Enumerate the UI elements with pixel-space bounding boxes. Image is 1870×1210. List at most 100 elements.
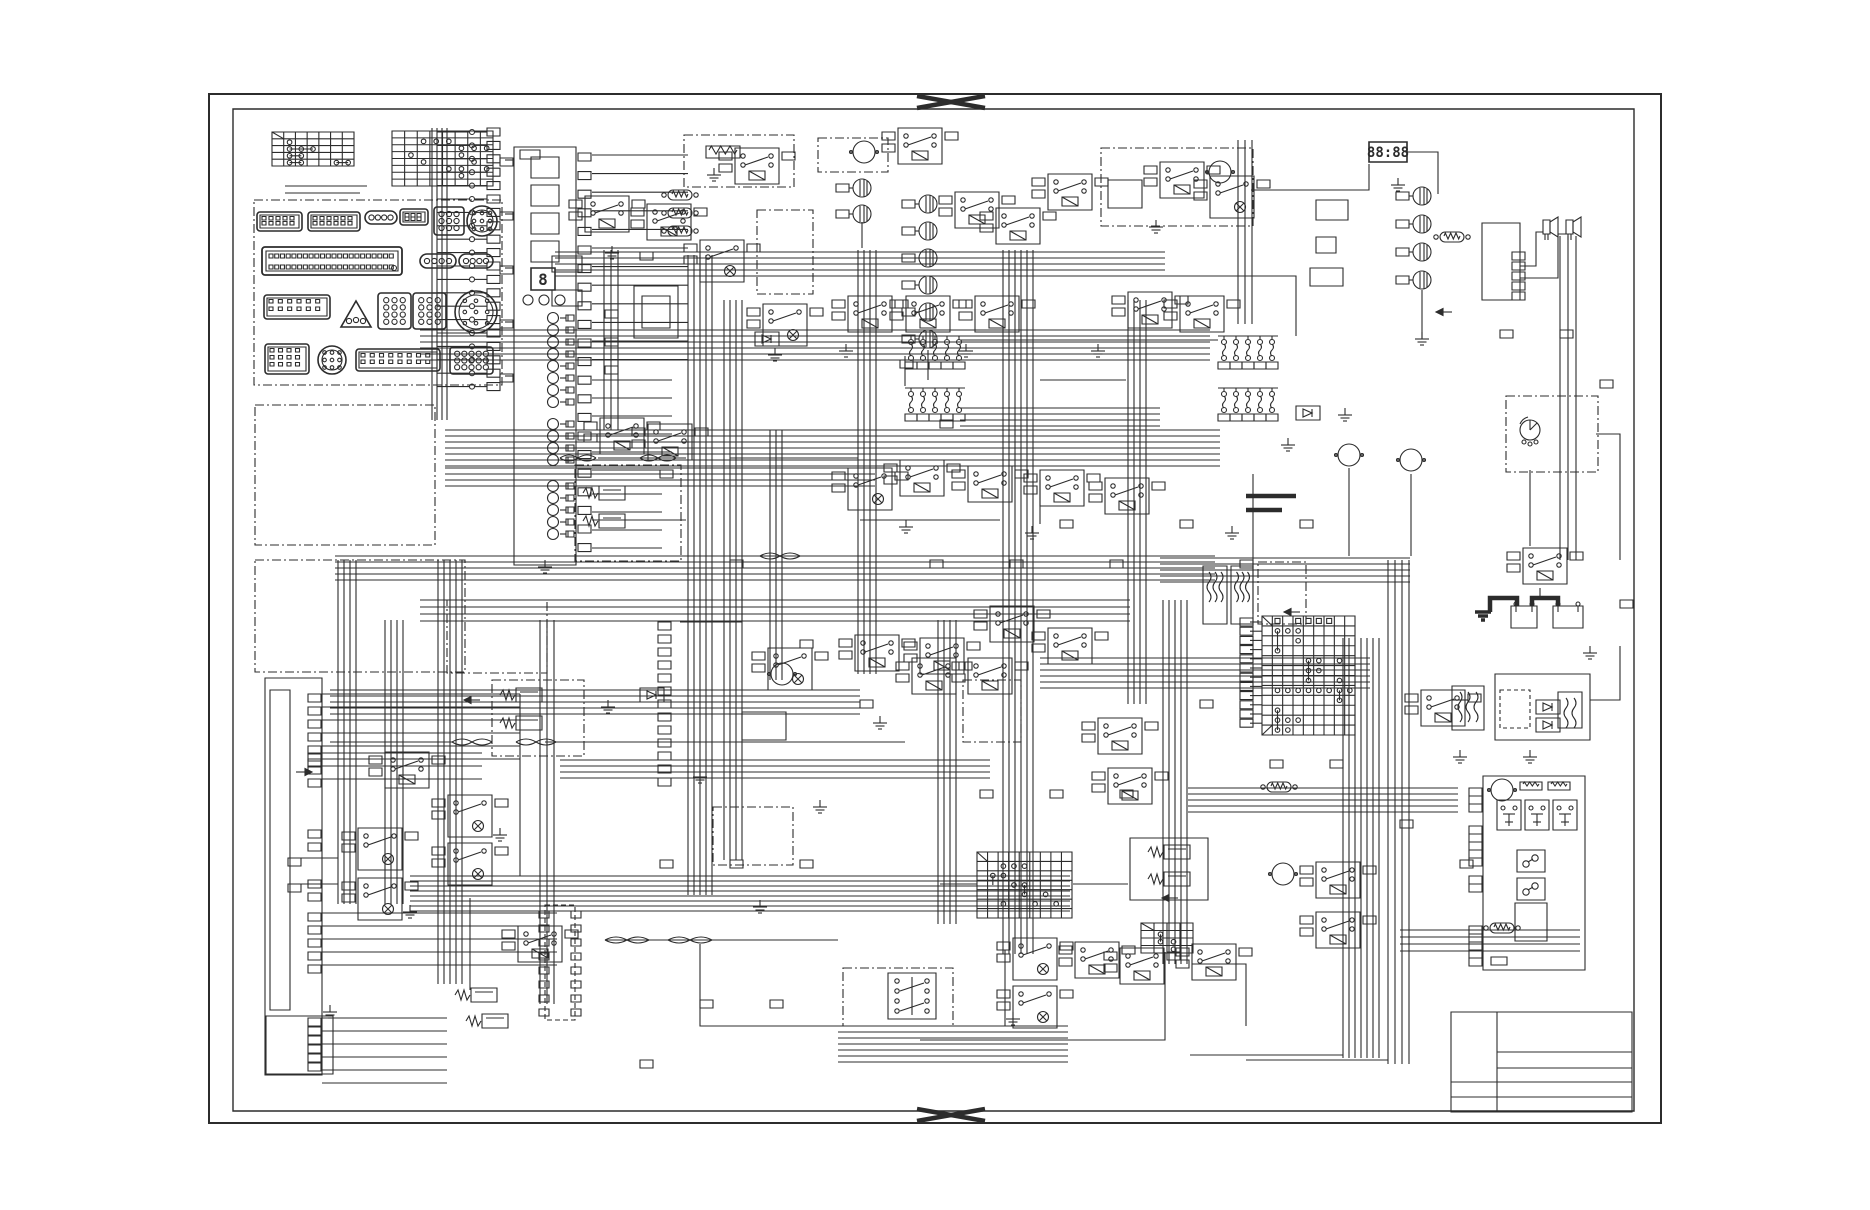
connector-pin <box>730 560 743 568</box>
connector-pin <box>658 622 671 786</box>
lrelay-symbol <box>342 828 418 870</box>
ldotcol-symbol <box>548 313 575 408</box>
sol-symbol <box>500 688 542 702</box>
relay-symbol <box>1144 162 1220 198</box>
relay-symbol <box>952 658 1028 694</box>
connector-legend <box>254 200 502 385</box>
connector-pin <box>660 470 673 478</box>
relay-symbol <box>569 196 645 232</box>
pin-map-table-1 <box>272 132 354 166</box>
connector-drawing <box>455 291 497 333</box>
sw2-symbol <box>1523 855 1538 867</box>
fuse-group <box>905 388 965 421</box>
motor-symbol <box>767 663 797 685</box>
ground-symbol <box>605 246 619 259</box>
relay-symbol <box>1024 470 1100 506</box>
arrow-symbol <box>296 769 312 776</box>
twisted-pair-symbols <box>452 455 800 943</box>
connector-pin <box>288 858 301 866</box>
relay-symbol <box>1176 944 1252 980</box>
connector-pin <box>1469 788 1482 812</box>
sol-symbol <box>583 514 625 528</box>
connector-pin <box>1469 876 1482 892</box>
ground-symbol <box>813 800 827 813</box>
connector-drawing <box>459 254 493 268</box>
ground-symbol <box>768 348 782 361</box>
fuse-group <box>1218 388 1278 421</box>
connector-drawing <box>420 254 456 268</box>
ground-symbol <box>899 520 913 533</box>
relay-symbol <box>884 460 960 496</box>
ground-symbol <box>1091 344 1105 357</box>
connector-pin <box>1200 700 1213 708</box>
ldotcol-symbol <box>548 481 575 540</box>
connector-pin <box>800 640 813 648</box>
relay-symbol <box>1164 296 1240 332</box>
connector-pin <box>308 694 321 767</box>
lamp-horn-symbol <box>902 303 937 321</box>
circ-symbol <box>523 295 533 305</box>
pill-symbol <box>1434 232 1470 242</box>
relay-symbol <box>1032 628 1108 664</box>
connector-pin <box>1110 560 1123 568</box>
dio-symbol <box>755 332 779 346</box>
relay-symbol <box>1300 912 1376 948</box>
connector-pin <box>1560 330 1573 338</box>
relay-symbol <box>1059 942 1135 978</box>
ldotcol-symbol <box>548 419 575 466</box>
lamp-horn-symbol <box>1396 243 1431 261</box>
connector-drawing <box>378 293 411 329</box>
connector-pin <box>605 310 618 318</box>
connector-pin <box>1060 520 1073 528</box>
fuse-group <box>1218 336 1278 369</box>
seven-segment-display: 8 <box>531 268 555 290</box>
battery-symbol <box>1511 602 1537 628</box>
connector-pin <box>1300 520 1313 528</box>
pin-map-table-2 <box>392 131 493 186</box>
tgnd-symbol <box>1475 612 1491 620</box>
connector-drawing <box>450 347 493 374</box>
ground-symbol <box>1415 332 1429 345</box>
mrelay-symbol <box>1525 800 1549 830</box>
connector-pin <box>308 1018 321 1071</box>
connector-pin <box>1469 826 1482 866</box>
connector-pin <box>1180 520 1193 528</box>
connector-drawing <box>365 211 397 224</box>
connector-pin <box>940 420 953 428</box>
relay-symbol <box>882 128 958 164</box>
relay-symbol <box>896 658 972 694</box>
lrelay-symbol <box>1194 176 1270 218</box>
lamp-horn-symbol <box>902 249 937 267</box>
relay-symbol <box>1032 174 1108 210</box>
relay-symbol <box>1300 862 1376 898</box>
connector-pin <box>860 700 873 708</box>
connector-pin <box>640 1060 653 1068</box>
mode-table-3 <box>1141 923 1193 953</box>
ground-symbol <box>1523 750 1537 763</box>
motor-symbol <box>849 141 879 163</box>
sol-symbol <box>455 988 497 1002</box>
relay-symbol <box>980 208 1056 244</box>
mswitch-symbol <box>888 973 936 1019</box>
connector-pin <box>578 153 591 552</box>
dio-symbol <box>1536 700 1560 714</box>
lrelay-symbol <box>747 304 823 346</box>
connector-pin <box>1270 760 1283 768</box>
lamp-horn-symbol <box>836 205 871 223</box>
ground-symbol <box>1149 220 1163 233</box>
lrelay-symbol <box>684 240 760 282</box>
arrow-symbol <box>1284 609 1300 616</box>
sol-symbol <box>500 716 542 730</box>
connector-pin <box>308 913 321 973</box>
connector-drawing <box>262 247 402 275</box>
ground-symbol <box>959 344 973 357</box>
connector-drawing <box>356 349 440 371</box>
pill-symbol <box>662 208 698 218</box>
relay-symbol <box>1082 718 1158 754</box>
lamp-horn-symbol <box>902 276 937 294</box>
ground-symbol <box>753 900 767 913</box>
ddash-symbol <box>1500 690 1530 728</box>
ground-symbol <box>693 770 707 783</box>
